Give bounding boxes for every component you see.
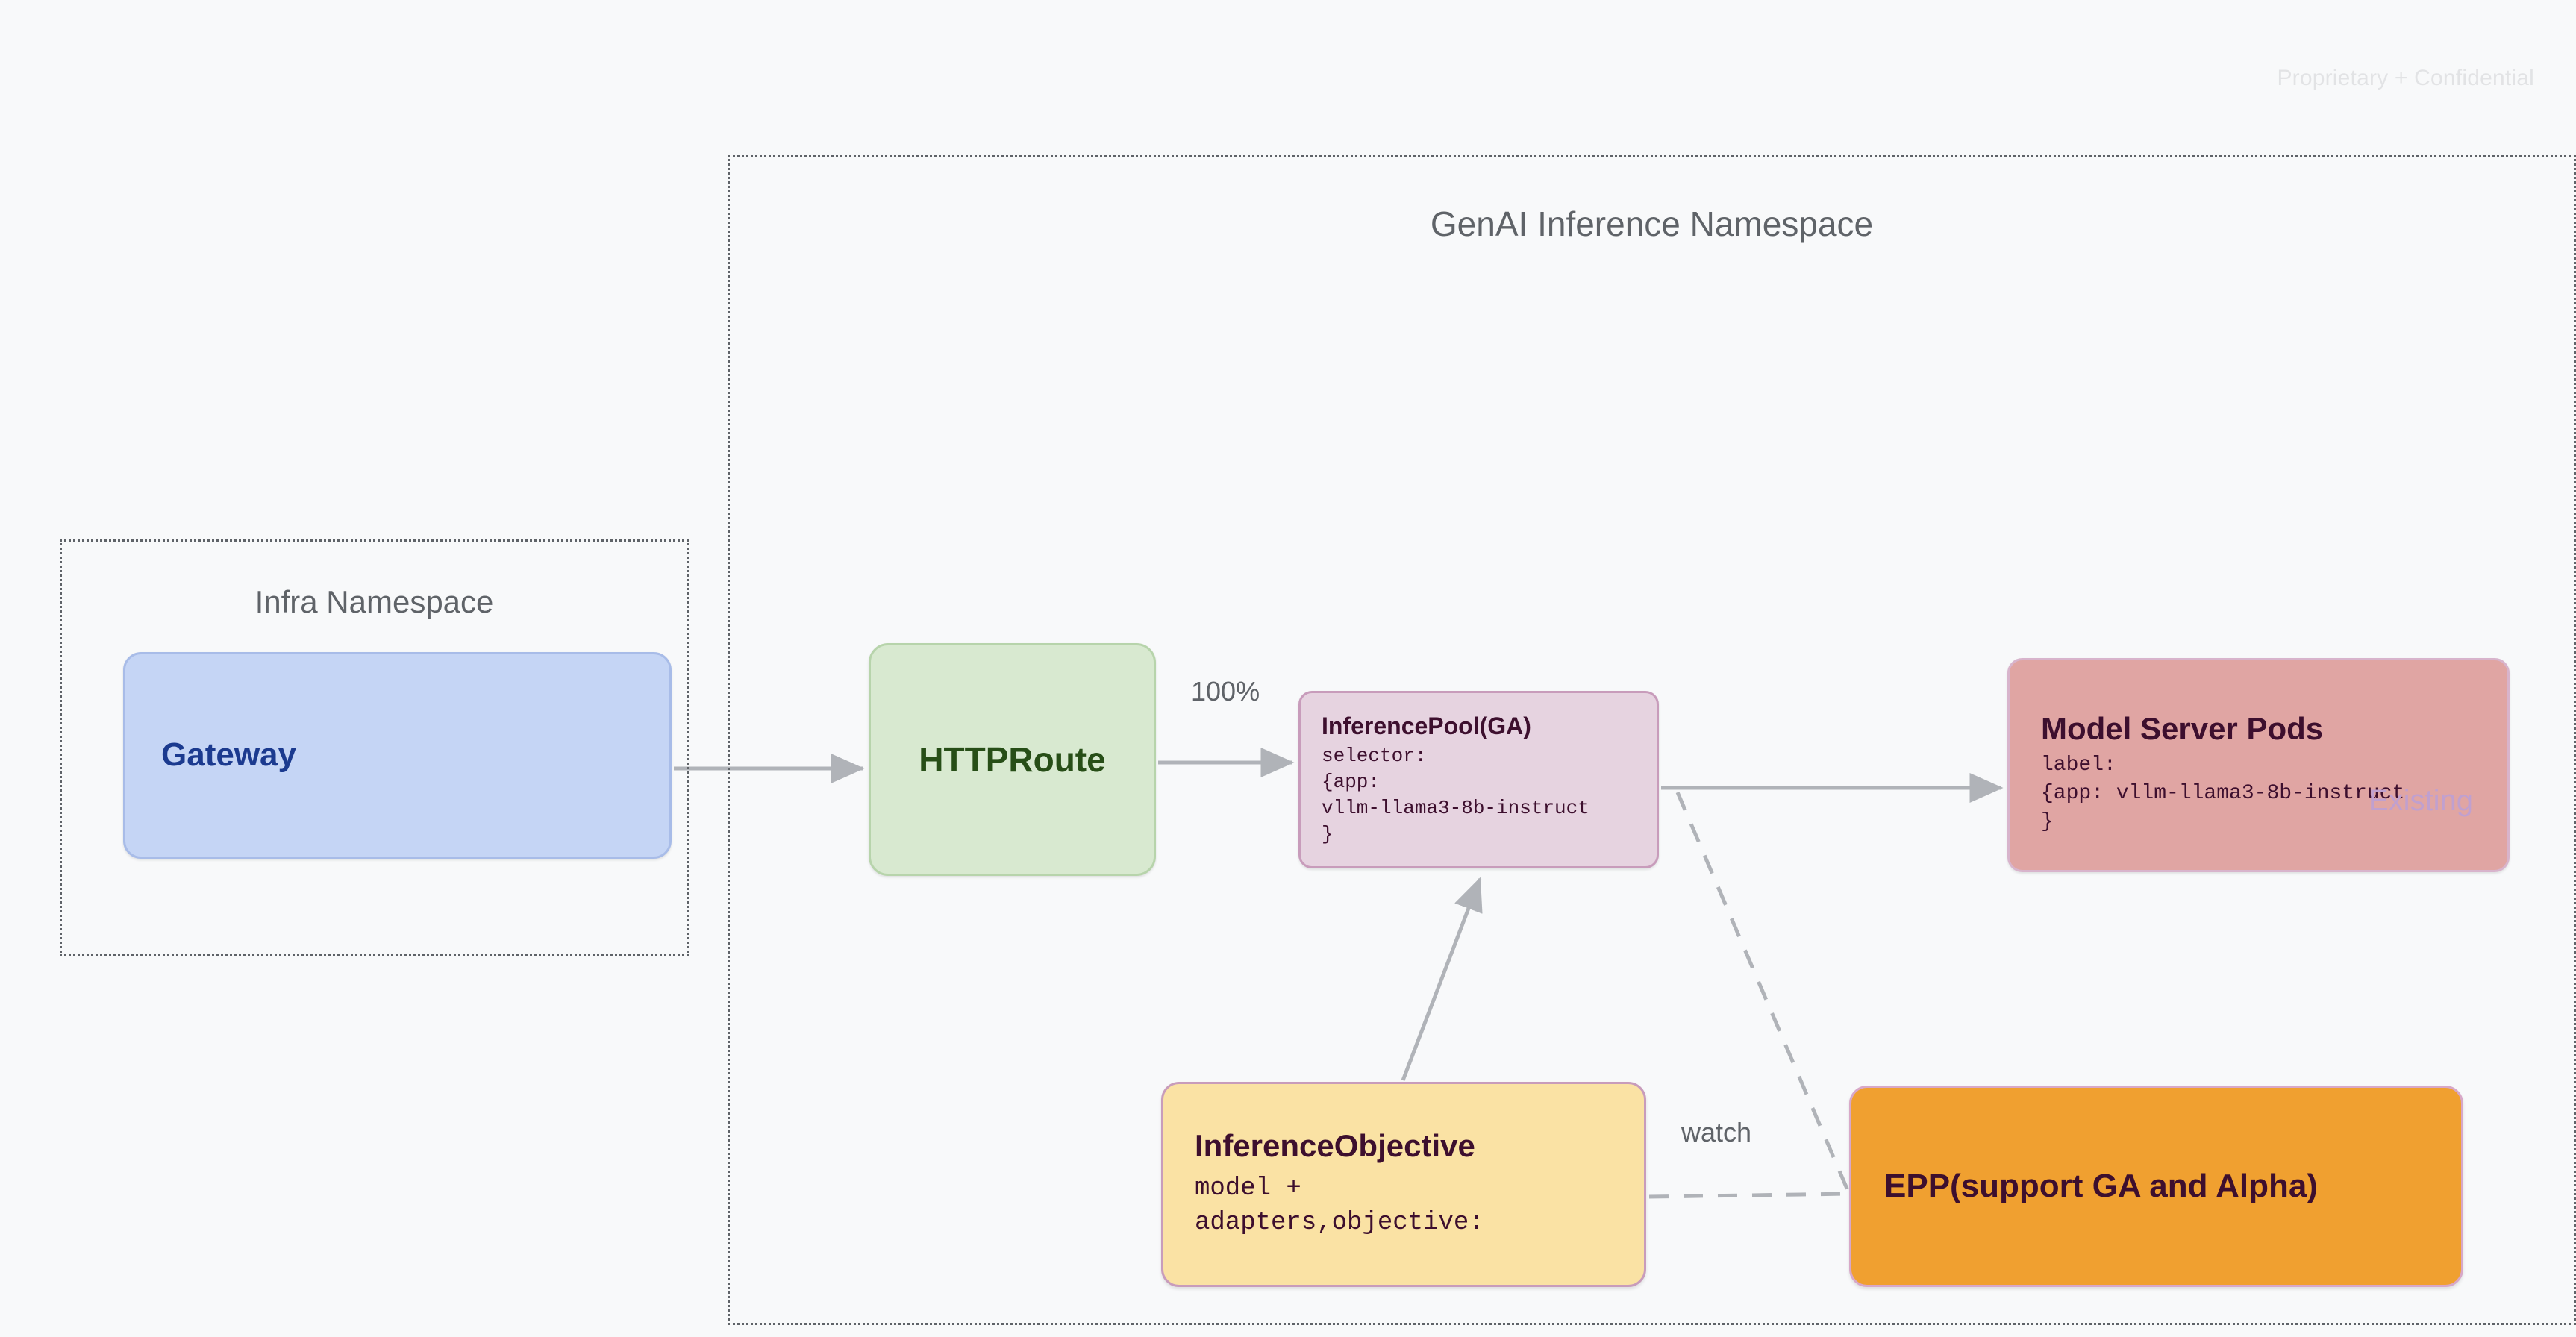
namespace-infra: Infra Namespace	[60, 539, 689, 956]
node-inference-objective[interactable]: InferenceObjective model + adapters,obje…	[1161, 1082, 1646, 1287]
namespace-genai-inference: GenAI Inference Namespace	[728, 155, 2576, 1325]
node-httproute-title: HTTPRoute	[919, 739, 1106, 779]
edge-label-traffic-percent: 100%	[1191, 676, 1260, 707]
namespace-infra-title: Infra Namespace	[254, 584, 494, 619]
confidentiality-watermark: Proprietary + Confidential	[2277, 66, 2534, 90]
node-inferencepool-title: InferencePool(GA)	[1322, 713, 1531, 739]
node-gateway-title: Gateway	[161, 736, 296, 774]
status-badge-existing: Existing	[2368, 784, 2473, 817]
namespace-genai-title: GenAI Inference Namespace	[1430, 204, 1874, 243]
node-gateway[interactable]: Gateway	[123, 652, 672, 859]
node-httproute[interactable]: HTTPRoute	[869, 643, 1156, 876]
node-inferencepool[interactable]: InferencePool(GA) selector: {app: vllm-l…	[1298, 691, 1659, 868]
node-model-server-pods-title: Model Server Pods	[2041, 711, 2324, 746]
node-epp[interactable]: EPP(support GA and Alpha)	[1849, 1086, 2463, 1287]
node-inference-objective-title: InferenceObjective	[1195, 1128, 1475, 1164]
edge-label-watch: watch	[1681, 1117, 1752, 1147]
node-epp-title: EPP(support GA and Alpha)	[1884, 1167, 2318, 1204]
node-inferencepool-selector: selector: {app: vllm-llama3-8b-instruct …	[1322, 744, 1589, 846]
node-model-server-pods-label: label: {app: vllm-llama3-8b-instruct }	[2041, 754, 2405, 833]
node-model-server-pods[interactable]: Model Server Pods label: {app: vllm-llam…	[2007, 658, 2510, 872]
node-inference-objective-spec: model + adapters,objective:	[1195, 1174, 1484, 1237]
